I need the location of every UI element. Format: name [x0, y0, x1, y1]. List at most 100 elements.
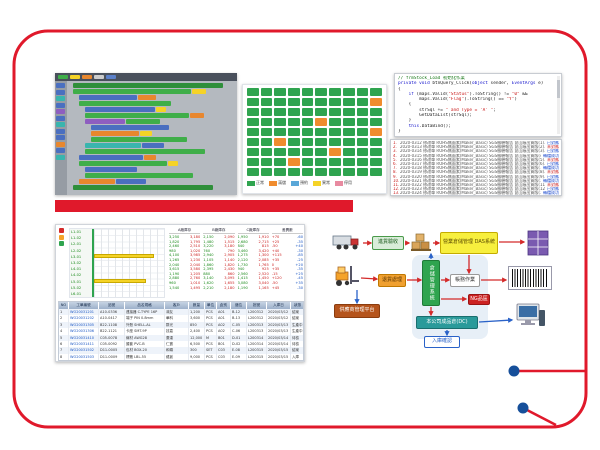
palette-block	[56, 154, 65, 160]
table-cell: D-02	[231, 340, 247, 348]
block-row	[79, 95, 237, 100]
grid-cell	[274, 148, 287, 156]
table-cell: PCS	[205, 353, 217, 360]
log-row-number: 2.	[393, 145, 397, 150]
grid-cell	[315, 98, 328, 106]
table-cell: PCS	[205, 340, 217, 348]
table-cell: 2020/03/14	[267, 334, 291, 341]
trace-line-bottom	[526, 408, 557, 427]
grid-cell	[370, 98, 382, 106]
table-cell: C03	[217, 353, 231, 360]
log-row-status: 已對應	[547, 149, 559, 154]
legend-label: 停用	[344, 180, 352, 185]
block-segment	[79, 179, 115, 184]
grid-cell	[260, 128, 273, 136]
gantt-row-label: L1-02	[71, 236, 82, 241]
table-cell: 待檢	[291, 341, 303, 347]
log-row-text: 2020-0315 修改單 ROHS無鹵素(Maker_Basic) SGS檢驗…	[400, 153, 541, 158]
block-segment	[73, 83, 223, 88]
table-header-cell: 數量	[189, 302, 205, 309]
table-cell: E-08	[231, 347, 247, 354]
log-row: 3.2020-0314 修改單 ROHS無鹵素(Maker_Basic) SGS…	[393, 149, 559, 153]
grid-cell	[288, 108, 300, 116]
legend-label: 滿儲	[278, 180, 286, 185]
block-segment	[138, 95, 156, 100]
grid-cell	[274, 138, 287, 146]
grid-cell	[356, 108, 369, 116]
gantt-row-label: L1-01	[71, 230, 82, 234]
table-header-cell: 品號	[99, 302, 125, 309]
table-cell: 鴻友	[165, 309, 189, 316]
grid-cell	[260, 108, 273, 116]
status-lights	[59, 228, 64, 246]
block-segment	[168, 161, 178, 166]
legend-chip	[269, 180, 277, 186]
flow-arrow	[360, 276, 379, 282]
block-segment	[79, 95, 137, 100]
grid-cell	[247, 128, 259, 136]
grid-cell	[329, 148, 341, 156]
log-row: 9.2020-0320 修改單 ROHS無鹵素(Maker_Basic) SGS…	[393, 175, 559, 179]
block-editor-body	[55, 81, 237, 195]
log-row-text: 2020-0316 修改單 ROHS無鹵素(Maker_Basic) SGS檢驗…	[400, 157, 545, 162]
grid-cell	[370, 138, 382, 146]
table-cell: B01	[217, 334, 231, 341]
grid-cell	[260, 118, 273, 126]
table-cell: PCS	[205, 309, 217, 316]
table-cell: B01	[217, 340, 231, 348]
grid-cell	[342, 98, 355, 106]
log-row-status: 未對應	[547, 157, 559, 162]
red-divider	[55, 200, 353, 212]
block-row	[79, 161, 237, 166]
table-cell: M	[205, 334, 217, 341]
grid-cell	[315, 138, 328, 146]
grid-cell	[260, 148, 273, 156]
putaway-confirm-box: 入庫確認	[424, 336, 460, 348]
block-segment	[140, 131, 152, 136]
grid-cell	[288, 138, 300, 146]
block-row	[85, 143, 237, 148]
table-cell: C05-0092	[99, 340, 125, 348]
quote-row: -15+25	[271, 271, 303, 276]
block-segment	[79, 161, 167, 166]
table-cell: C03	[217, 347, 231, 354]
table-cell: B-12	[231, 309, 247, 316]
table-cell: 包材 BOX-20	[125, 347, 165, 354]
block-row	[91, 137, 237, 142]
quote-group-title: 差異數	[271, 228, 303, 234]
grid-cell	[329, 118, 341, 126]
grid-cell	[329, 168, 341, 176]
log-row: 12.2020-0323 修改單 ROHS無鹵素(Maker_Basic) SG…	[393, 187, 559, 191]
table-cell: A10-0417	[99, 315, 125, 322]
grid-cell	[247, 168, 259, 176]
table-cell: 線材 AWG28	[125, 334, 165, 341]
quote-row: +115-85	[271, 253, 303, 258]
block-row	[91, 131, 237, 136]
legend-item: 正常	[247, 180, 264, 186]
grid-cell	[370, 148, 382, 156]
block-row	[73, 185, 237, 190]
log-row: 8.2020-0319 修改單 ROHS無鹵素(Maker_Basic) SGS…	[393, 170, 559, 174]
log-row-status: 未對應	[547, 170, 559, 175]
palette-block	[56, 115, 65, 121]
block-segment	[73, 185, 213, 190]
log-row-text: 2020-0322 修改單 ROHS無鹵素(Maker_Basic) SGS檢驗…	[400, 183, 545, 188]
palette-block	[56, 83, 65, 88]
block-segment	[79, 101, 171, 106]
gantt-row-label: L3-01	[71, 254, 82, 259]
grid-cell	[356, 98, 369, 106]
table-cell: 2,400	[189, 328, 205, 335]
grid-cell	[301, 118, 314, 126]
log-row-text: 2020-0323 修改單 ROHS無鹵素(Maker_Basic) SGS檢驗…	[400, 187, 545, 192]
toolbar-chip	[82, 75, 92, 79]
table-header-cell: NO	[59, 302, 69, 309]
